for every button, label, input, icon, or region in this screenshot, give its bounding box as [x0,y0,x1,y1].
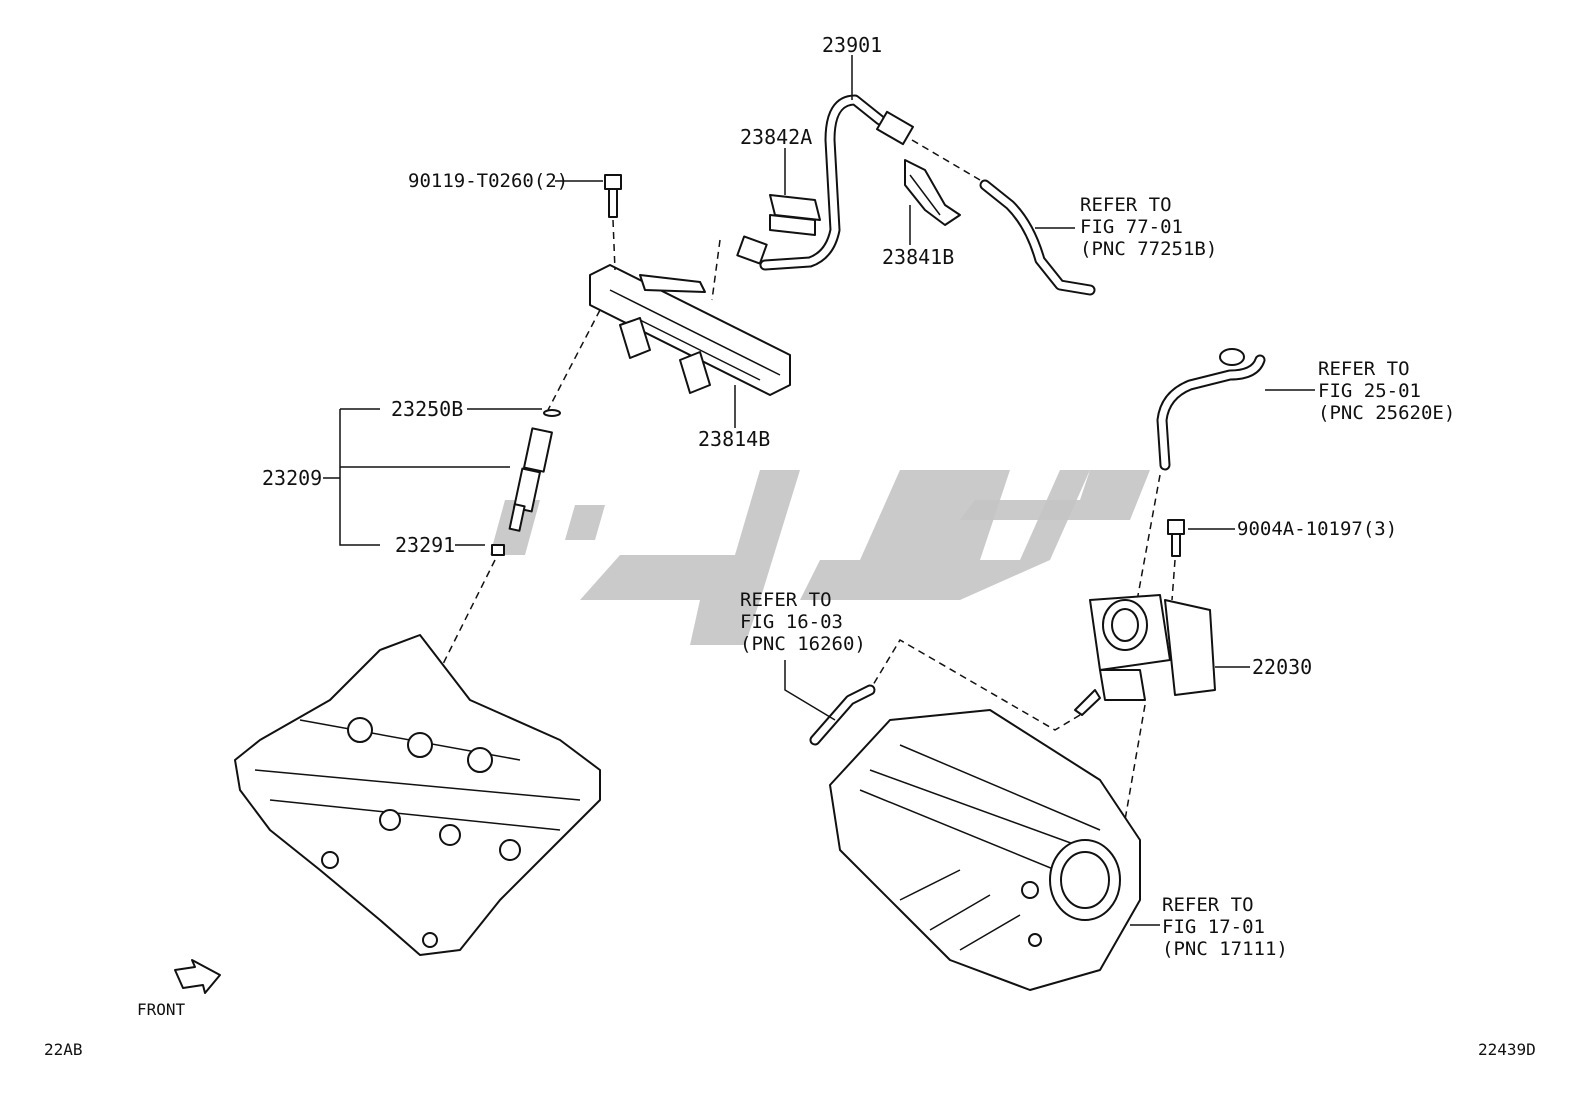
throttle-body-22030 [1074,594,1216,716]
reference-note-fig-77-01: REFER TO FIG 77-01 (PNC 77251B) [1080,194,1217,260]
part-label-23901: 23901 [822,33,883,57]
ref-line: (PNC 25620E) [1318,402,1456,424]
ref-line: (PNC 17111) [1162,938,1288,960]
part-label-23291: 23291 [395,533,456,557]
cylinder-head [234,634,601,956]
ref-line: FIG 77-01 [1080,216,1183,238]
ref-line: (PNC 77251B) [1080,238,1218,260]
leader-lines [323,55,1315,926]
ref-line: (PNC 16260) [740,633,866,655]
injector-23209 [491,409,561,556]
reference-note-fig-17-01: REFER TO FIG 17-01 (PNC 17111) [1162,894,1288,960]
clamp-23841B [904,159,961,226]
part-label-23209: 23209 [262,466,323,490]
part-label-23842A: 23842A [740,125,813,149]
ref-line: REFER TO [1080,194,1172,216]
reference-note-fig-25-01: REFER TO FIG 25-01 (PNC 25620E) [1318,358,1455,424]
hose-16-03 [809,684,876,746]
part-label-22030: 22030 [1252,655,1313,679]
diagram-code-right: 22439D [1478,1040,1536,1059]
part-label-23841B: 23841B [882,245,955,269]
bolt-9004A [1167,519,1185,557]
part-label-23814B: 23814B [698,427,771,451]
hose-25-01 [1156,348,1266,471]
diagram-code-left: 22AB [44,1040,83,1059]
front-arrow-icon [174,959,221,994]
reference-note-fig-16-03: REFER TO FIG 16-03 (PNC 16260) [740,589,866,655]
bolt-90119 [604,174,622,218]
ref-line: FIG 25-01 [1318,380,1421,402]
part-label-9004A: 9004A-10197(3) [1237,518,1398,540]
intake-manifold [829,709,1141,991]
ref-line: FIG 17-01 [1162,916,1265,938]
ref-line: REFER TO [1162,894,1254,916]
hose-77-01 [979,179,1096,296]
ref-line: FIG 16-03 [740,611,843,633]
part-label-23250B: 23250B [391,397,464,421]
ref-line: REFER TO [740,589,832,611]
clamp-23842A [769,194,821,236]
fuel-delivery-pipe [589,264,791,396]
front-label: FRONT [137,1000,186,1019]
fuel-hose-23901 [736,94,914,271]
ref-line: REFER TO [1318,358,1410,380]
watermark-logo [490,470,1150,645]
part-label-90119: 90119-T0260(2) [408,170,569,192]
